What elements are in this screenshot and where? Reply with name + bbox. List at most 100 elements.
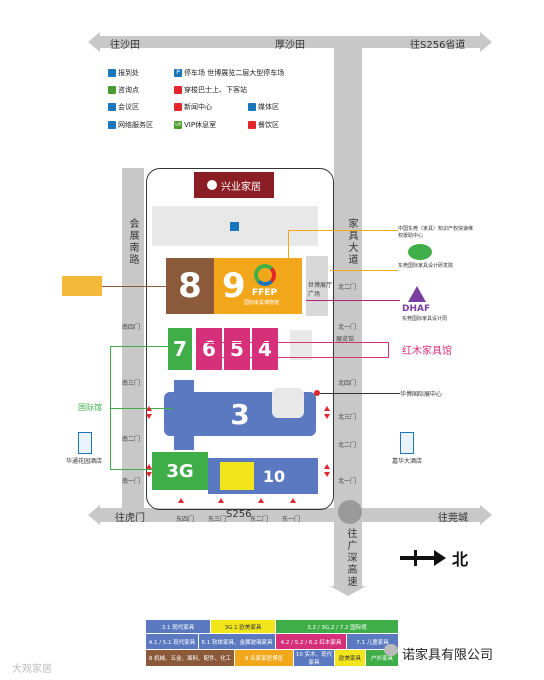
service-block bbox=[290, 330, 312, 360]
dining-icon bbox=[248, 121, 256, 129]
road-label-right-vertical: 家具大道 bbox=[346, 218, 357, 266]
hall-4-label: 4 bbox=[258, 337, 272, 361]
hall-6[interactable]: 6 bbox=[196, 328, 222, 370]
legend-cell-9: 9 名家家居博览 bbox=[235, 650, 293, 666]
legend-item-shuttle: 穿梭巴士上、下客站 bbox=[174, 85, 247, 95]
gate-right-4: 北三门 bbox=[338, 414, 357, 421]
legend-item-news: 新闻中心 bbox=[174, 102, 212, 112]
legend-item-network: 网络服务区 bbox=[108, 120, 153, 130]
gate-bottom-4: 东一门 bbox=[282, 516, 301, 523]
top-road bbox=[98, 36, 480, 48]
road-label-left-vertical: 会展南路 bbox=[127, 218, 138, 266]
inner-right-1: 世博展厅广场 bbox=[308, 282, 333, 298]
entry-marker-icon bbox=[146, 464, 152, 469]
legend-item-checkin: 报到处 bbox=[108, 68, 139, 78]
gate-right-5: 北二门 bbox=[338, 442, 357, 449]
hotel-left-icon bbox=[78, 432, 92, 454]
entry-marker-icon bbox=[258, 498, 264, 503]
gate-left-4: 南一门 bbox=[122, 478, 141, 485]
ffep-label: FFEP bbox=[252, 288, 278, 298]
inner-right-3: 展览馆 bbox=[336, 336, 355, 343]
museum-line bbox=[320, 393, 400, 394]
hall-10[interactable]: 10 bbox=[254, 458, 294, 494]
intl-hall-callout: 国际馆 bbox=[78, 403, 102, 412]
legend-label: VIP休息室 bbox=[184, 121, 217, 129]
legend-cell-6-1: 6.1 软体家具、金属玻璃家具 bbox=[199, 634, 275, 649]
legend-label: 会议区 bbox=[118, 103, 139, 111]
entry-marker-icon bbox=[324, 414, 330, 419]
road-label-top-right: 往S256省道 bbox=[410, 40, 466, 51]
xingye-label: 兴业家居 bbox=[221, 181, 261, 193]
north-arrow-cross-icon bbox=[414, 550, 417, 566]
hall-5[interactable]: 5 bbox=[224, 328, 250, 370]
entry-marker-icon bbox=[218, 498, 224, 503]
legend-label: 网络服务区 bbox=[118, 121, 153, 129]
entry-marker-icon bbox=[324, 464, 330, 469]
road-label-top-left: 往沙田 bbox=[110, 40, 140, 51]
road-label-top-center: 厚沙田 bbox=[275, 40, 305, 51]
watermark-left: 大观家居 bbox=[12, 664, 52, 675]
hall-6-label: 6 bbox=[202, 337, 216, 361]
gate-right-3: 北四门 bbox=[338, 380, 357, 387]
ffep-logo-icon bbox=[254, 264, 276, 286]
south-road bbox=[334, 522, 362, 586]
square-right bbox=[306, 256, 328, 316]
xingye-building: 兴业家居 bbox=[194, 172, 274, 198]
left-vertical-road bbox=[122, 168, 144, 508]
meeting-icon bbox=[108, 103, 116, 111]
gate-bottom-2: 东三门 bbox=[208, 516, 227, 523]
hall-10-euro-block bbox=[220, 462, 254, 490]
top-road-right-arrow bbox=[480, 32, 492, 52]
design-line bbox=[330, 270, 398, 271]
legend-item-meeting: 会议区 bbox=[108, 102, 139, 112]
hall-5-label: 5 bbox=[230, 337, 244, 361]
hall-8[interactable]: 8 bbox=[166, 258, 214, 314]
gate-right-2: 北一门 bbox=[338, 324, 357, 331]
dhaf-line bbox=[306, 300, 400, 301]
gate-left-3: 南二门 bbox=[122, 436, 141, 443]
roundabout bbox=[338, 500, 362, 524]
dhaf-label: DHAF bbox=[402, 304, 431, 314]
legend-cell-redwood: 4.2 / 5.2 / 6.2 红木家具 bbox=[276, 634, 346, 649]
museum-marker-icon bbox=[314, 390, 320, 396]
ipr-center-callout: 中国东莞（家具）知识产权快速维权援助中心 bbox=[398, 226, 474, 239]
xingye-logo-icon bbox=[207, 180, 217, 190]
hall-3-connector bbox=[174, 380, 194, 450]
media-icon bbox=[248, 103, 256, 111]
legend-label: 报到处 bbox=[118, 69, 139, 77]
legend-cell-3g-1: 3G.1 欧美家具 bbox=[211, 620, 275, 633]
museum-callout: 华博国际展中心 bbox=[400, 391, 443, 398]
road-label-bottom-right: 往莞城 bbox=[438, 513, 468, 524]
entry-marker-icon bbox=[324, 472, 330, 477]
hall-4[interactable]: 4 bbox=[252, 328, 278, 370]
road-label-bottom-south: 往广深高速 bbox=[345, 528, 356, 588]
entry-marker-icon bbox=[146, 406, 152, 411]
hall-3g[interactable]: 3G bbox=[152, 452, 208, 490]
legend-label: 停车场 世博展览二层大型停车场 bbox=[184, 69, 285, 77]
gate-right-6: 北一门 bbox=[338, 478, 357, 485]
entry-marker-icon bbox=[290, 498, 296, 503]
gate-left-1: 南四门 bbox=[122, 324, 141, 331]
hall-10-label: 10 bbox=[262, 466, 286, 486]
network-icon bbox=[108, 121, 116, 129]
entry-marker-icon bbox=[146, 414, 152, 419]
hall-8-label: 8 bbox=[178, 266, 202, 306]
gate-right-1: 北二门 bbox=[338, 284, 357, 291]
legend-item-media: 媒体区 bbox=[248, 102, 279, 112]
road-label-bottom-left: 往虎门 bbox=[115, 513, 145, 524]
design-center-callout: 东莞国际家具设计研发院 bbox=[398, 263, 454, 269]
gate-left-2: 南三门 bbox=[122, 380, 141, 387]
gate-bottom-3: 东二门 bbox=[250, 516, 269, 523]
north-arrow-head-icon bbox=[434, 550, 446, 566]
bottom-road-left-arrow bbox=[88, 505, 100, 525]
info-icon bbox=[108, 86, 116, 94]
right-vertical-road-top bbox=[334, 48, 362, 508]
road-label-bottom-center: S256 bbox=[226, 509, 252, 520]
hall-7[interactable]: 7 bbox=[168, 328, 192, 370]
redwood-callout: 红木家具馆 bbox=[402, 346, 452, 357]
parking-icon bbox=[230, 222, 239, 231]
legend-label: 咨询点 bbox=[118, 86, 139, 94]
hall-9-label: 9 bbox=[222, 266, 246, 306]
